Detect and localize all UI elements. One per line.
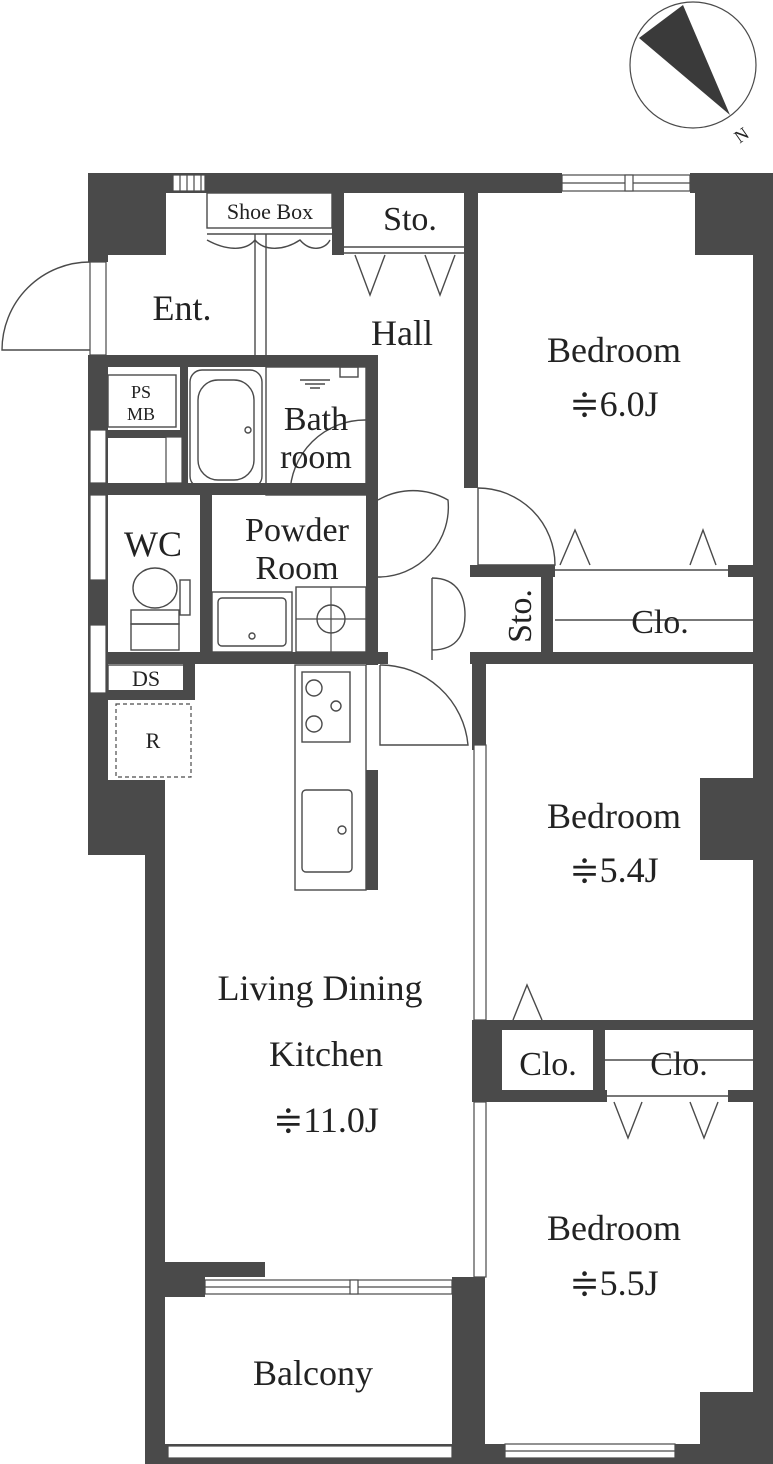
label-bedroom1: Bedroom — [547, 330, 681, 370]
windows — [89, 174, 691, 1459]
vent-top — [172, 174, 206, 192]
label-ldk-1: Living Dining — [218, 968, 423, 1008]
sliding-partition-1[interactable] — [473, 744, 487, 1021]
entrance-door-frame — [89, 261, 107, 356]
label-shoe-box: Shoe Box — [227, 199, 313, 224]
compass: N — [629, 1, 757, 147]
shower-icon — [300, 379, 330, 389]
shoe-box — [206, 192, 333, 229]
label-bedroom2: Bedroom — [547, 796, 681, 836]
label-bedroom1-size: ≑6.0J — [569, 384, 658, 424]
compass-north-label: N — [730, 123, 752, 147]
storage-door[interactable] — [431, 577, 466, 660]
room-labels: Shoe Box Sto. Ent. Hall PS MB Bath room … — [124, 199, 708, 1393]
bedroom1-door[interactable] — [477, 487, 556, 566]
refrigerator-space — [115, 703, 192, 778]
doors — [1, 238, 719, 1140]
shoe-box-doors[interactable] — [206, 238, 331, 249]
window-left-2 — [89, 494, 107, 581]
label-hall: Hall — [371, 313, 433, 353]
label-ldk-size: ≑11.0J — [273, 1100, 379, 1140]
window-left-1 — [89, 429, 107, 484]
toilet-icon — [132, 567, 178, 609]
window-left-3 — [89, 624, 107, 694]
fixtures — [107, 192, 753, 1278]
ldk-door[interactable] — [379, 664, 469, 746]
closet1-doors[interactable] — [559, 527, 717, 566]
sliding-partition-2[interactable] — [473, 1101, 487, 1278]
label-entrance: Ent. — [153, 288, 212, 328]
entrance-door[interactable] — [1, 261, 91, 351]
label-wc: WC — [124, 524, 182, 564]
ps-mb-box — [107, 374, 177, 428]
label-bedroom3-size: ≑5.5J — [569, 1263, 658, 1303]
label-bedroom3: Bedroom — [547, 1208, 681, 1248]
kitchen-sink-icon — [301, 789, 353, 873]
kitchen-counter — [294, 664, 367, 891]
label-closet2: Clo. — [519, 1046, 577, 1083]
label-closet1: Clo. — [631, 604, 689, 641]
ds-box — [107, 664, 185, 692]
label-closet3: Clo. — [650, 1046, 708, 1083]
window-bath — [165, 436, 183, 484]
compass-needle-icon — [639, 5, 730, 115]
closet3-doors[interactable] — [613, 1101, 719, 1140]
hall-storage-doors[interactable] — [354, 254, 456, 297]
label-storage-top: Sto. — [383, 201, 437, 238]
label-bedroom2-size: ≑5.4J — [569, 850, 658, 890]
label-r: R — [146, 728, 161, 753]
closet2-door[interactable] — [512, 983, 543, 1021]
label-bath-1: Bath — [284, 401, 348, 438]
label-mb: MB — [127, 404, 155, 424]
label-storage-mid: Sto. — [502, 589, 539, 643]
label-powder-2: Room — [255, 550, 338, 587]
compass-ring — [629, 1, 757, 129]
balcony-rail — [167, 1445, 453, 1459]
label-balcony: Balcony — [253, 1353, 373, 1393]
label-powder-1: Powder — [245, 512, 350, 549]
shower-area — [265, 366, 367, 496]
label-ldk-2: Kitchen — [269, 1034, 383, 1074]
label-ds: DS — [132, 666, 160, 691]
vanity-sink-icon — [211, 591, 293, 653]
label-bath-2: room — [280, 439, 352, 476]
label-ps: PS — [131, 382, 151, 402]
stove-icon — [301, 671, 351, 743]
bathtub — [189, 369, 263, 489]
powder-room-door[interactable] — [377, 490, 450, 578]
